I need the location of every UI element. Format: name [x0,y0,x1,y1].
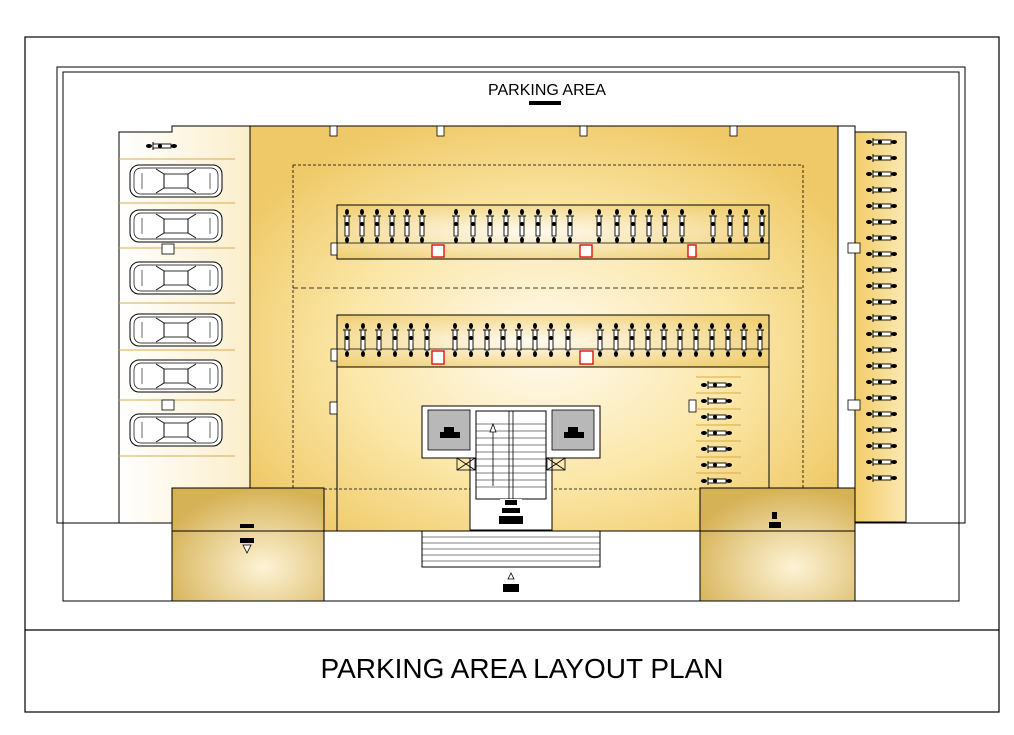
toilet-symbol-icon [444,427,454,432]
staircase-core [421,405,601,531]
bike-rack-small [696,376,741,490]
car-bay-lines [119,158,235,457]
column-marker [161,399,175,411]
bike-parking-strip-right [854,131,907,523]
inner-parking-zone [292,164,804,490]
car-icon [129,413,223,447]
site-boundary-inner [62,71,960,602]
wall-markers-top [329,125,738,137]
heading-underline [529,101,561,105]
car-icon [129,261,223,295]
car-icon [129,209,223,243]
entrance-steps [421,530,601,568]
utility-block-left [171,487,325,602]
red-column-markers-upper [431,244,697,258]
drawing-title: PARKING AREA LAYOUT PLAN [320,653,723,684]
column-marker [161,243,175,255]
utility-block-right [699,487,856,602]
red-column-markers-lower [431,350,594,365]
plan-heading: PARKING AREA [488,82,606,99]
car-icon [129,164,223,198]
car-icon [129,313,223,347]
car-icon [129,359,223,393]
toilet-symbol-icon [568,427,578,432]
entry-symbol [503,572,519,592]
